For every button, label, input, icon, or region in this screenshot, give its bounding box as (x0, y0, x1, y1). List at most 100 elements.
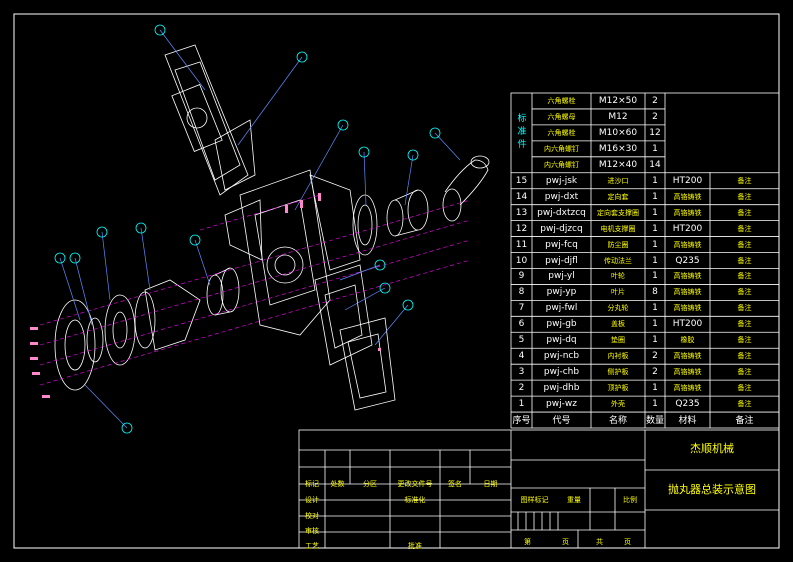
part-no: 6 (518, 319, 525, 330)
part-code: pwj-chb (543, 367, 580, 378)
part-note: 备注 (737, 192, 752, 201)
part-name: 外壳 (611, 400, 625, 409)
part-note: 备注 (737, 288, 752, 297)
impeller-assembly (54, 267, 240, 391)
part-no: 14 (515, 191, 528, 202)
sheet-label: 共 (596, 538, 603, 546)
company-name: 杰顺机械 (690, 442, 734, 455)
part-material: Q235 (675, 399, 700, 410)
part-name: 侧护板 (607, 368, 629, 377)
part-name: 定向套 (607, 192, 629, 201)
header-qty: 数量 (645, 416, 664, 426)
main-housing (224, 169, 361, 336)
part-note: 备注 (737, 368, 752, 377)
part-balloons (59, 29, 461, 429)
side-liner-plate-inner (324, 284, 363, 349)
part-qty: 1 (652, 319, 658, 330)
part-code: pwj-yp (546, 287, 577, 298)
role-check: 校对 (305, 512, 319, 520)
std-spec: M12 (608, 111, 628, 122)
part-code: pwj-dq (546, 335, 577, 346)
part-no: 1 (518, 399, 525, 410)
role-process: 工艺 (305, 542, 319, 550)
approve-label: 批准 (408, 542, 422, 550)
part-material: HT200 (672, 175, 703, 186)
part-note: 备注 (737, 400, 752, 409)
part-material: Q235 (675, 255, 700, 266)
stage-label: 比例 (623, 496, 637, 504)
std-qty: 12 (649, 127, 661, 138)
part-qty: 8 (652, 287, 658, 298)
part-code: pwj-yl (548, 271, 575, 282)
part-no: 3 (518, 367, 525, 378)
sheet-label: 第 (524, 538, 531, 546)
rev-label: 日期 (483, 480, 498, 488)
part-material: 高铬铸铁 (673, 240, 702, 249)
std-name: 六角螺栓 (547, 97, 576, 105)
part-qty: 2 (652, 351, 658, 362)
sheet-label: 页 (562, 538, 569, 546)
part-qty: 1 (652, 399, 658, 410)
part-note: 备注 (737, 304, 752, 313)
part-qty: 1 (652, 175, 658, 186)
std-name: 内六角螺钉 (544, 144, 579, 153)
standard-parts-label: 标准件 (517, 114, 527, 150)
side-liner-plate (314, 264, 373, 366)
part-note: 备注 (737, 224, 752, 233)
part-no: 10 (515, 255, 528, 266)
part-no: 12 (515, 223, 528, 234)
role-design: 设计 (305, 496, 319, 504)
part-no: 5 (518, 335, 525, 346)
part-qty: 1 (652, 255, 658, 266)
std-spec: M12×40 (598, 159, 638, 170)
std-qty: 2 (652, 111, 658, 122)
direction-sleeve (386, 189, 429, 237)
std-qty: 14 (649, 159, 661, 170)
header-no: 序号 (512, 416, 531, 426)
part-no: 4 (518, 351, 525, 362)
part-code: pwj-ncb (543, 351, 580, 362)
std-qty: 1 (652, 143, 658, 154)
part-material: 高铬铸铁 (673, 304, 702, 313)
sand-inlet (442, 155, 490, 222)
std-name: 六角螺母 (547, 112, 576, 121)
cover-plate-inner (347, 333, 387, 399)
std-name: 六角螺栓 (547, 128, 576, 137)
part-name: 进沙口 (607, 176, 629, 185)
part-qty: 1 (652, 335, 658, 346)
part-material: 高铬铸铁 (673, 384, 702, 393)
part-name: 传动法兰 (604, 256, 632, 265)
sheet-label: 页 (624, 538, 631, 546)
part-material: 高铬铸铁 (673, 288, 702, 297)
part-name: 垫圈 (611, 336, 625, 345)
rev-label: 分区 (363, 480, 377, 488)
part-material: 高铬铸铁 (673, 208, 702, 217)
std-label: 标准化 (404, 496, 426, 504)
part-material: 高铬铸铁 (673, 352, 702, 361)
header-material: 材料 (678, 416, 697, 426)
part-qty: 1 (652, 383, 658, 394)
part-material: 高铬铸铁 (673, 368, 702, 377)
part-note: 备注 (737, 240, 752, 249)
part-no: 13 (515, 207, 528, 218)
part-name: 内衬板 (607, 352, 629, 361)
role-review: 审核 (305, 527, 319, 535)
top-guard (214, 119, 256, 191)
part-code: pwj-dxt (544, 191, 579, 202)
part-material: 高铬铸铁 (673, 272, 702, 281)
part-material: 高铬铸铁 (673, 192, 702, 201)
rev-label: 处数 (330, 480, 345, 488)
part-qty: 2 (652, 367, 658, 378)
header-note: 备注 (735, 416, 754, 426)
rev-label: 标记 (305, 480, 319, 488)
part-name: 防尘圈 (607, 240, 629, 249)
part-note: 备注 (737, 208, 752, 217)
part-code: pwj-dhb (543, 383, 580, 394)
part-material: HT200 (672, 223, 703, 234)
part-code: pwj-djfl (545, 255, 578, 266)
balloon-circles (54, 24, 441, 434)
title-block-grid (298, 429, 780, 549)
header-code: 代号 (552, 416, 571, 426)
cover-plate (339, 317, 396, 411)
